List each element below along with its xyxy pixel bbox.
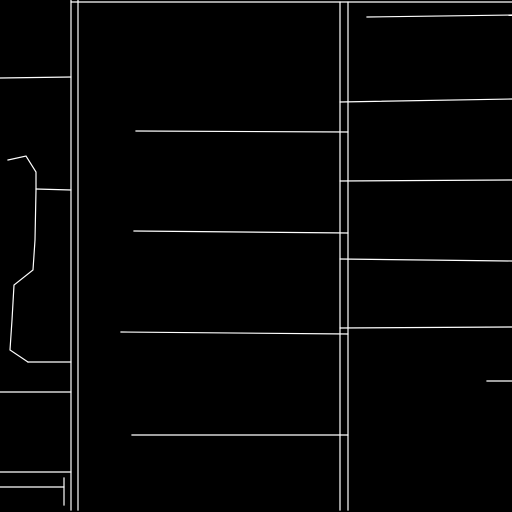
- road-segment: [339, 326, 512, 329]
- road-segment: [135, 130, 349, 133]
- road-segment: [35, 188, 72, 191]
- road-segment: [339, 98, 512, 103]
- road-segment: [339, 179, 512, 182]
- road-segment: [133, 230, 349, 234]
- road-segment: [339, 258, 512, 262]
- road-segment: [120, 331, 349, 335]
- road-segment: [7, 155, 37, 363]
- road-segment: [366, 14, 512, 18]
- road-segment: [0, 76, 72, 79]
